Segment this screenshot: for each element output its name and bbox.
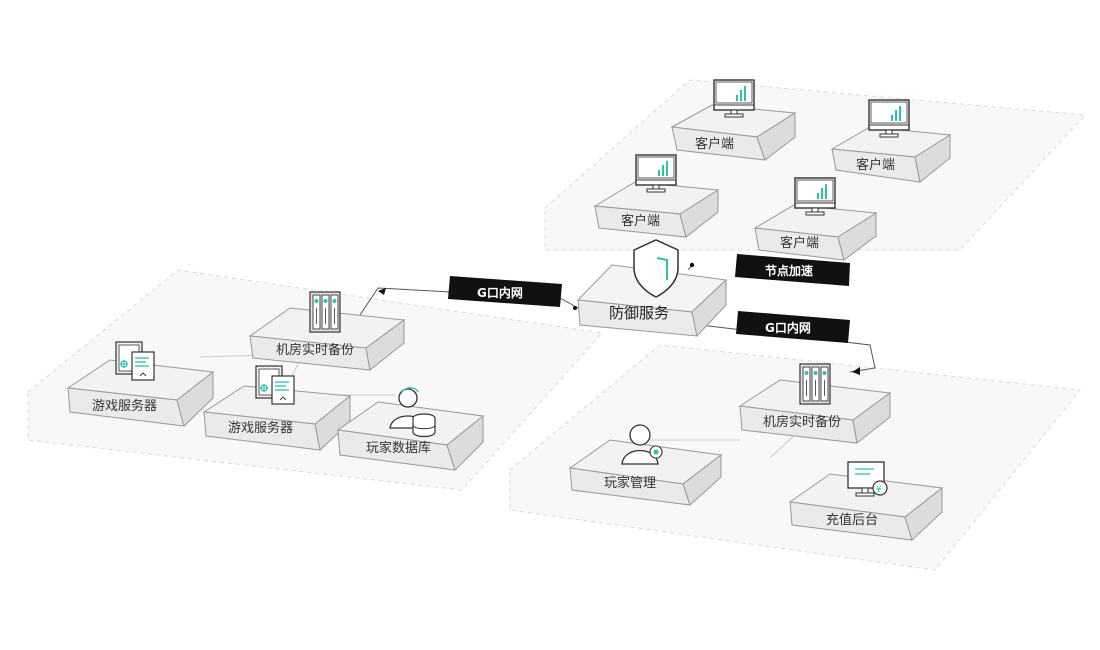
client-node-1[interactable]: 客户端 <box>670 79 797 161</box>
client-label: 客户端 <box>856 157 895 173</box>
server-rack-icon <box>799 363 831 405</box>
shield-icon <box>633 239 679 298</box>
player-db-label: 玩家数据库 <box>366 440 431 456</box>
player-database-icon <box>389 387 436 438</box>
dot-left <box>573 306 577 310</box>
game-server-node-1[interactable]: 游戏服务器 <box>66 341 215 427</box>
node-accel-tag: 节点加速 <box>735 254 850 286</box>
client-node-3[interactable]: 客户端 <box>593 154 720 238</box>
arrow-right <box>852 367 860 375</box>
g-port-tag-left: G口内网 <box>448 276 562 307</box>
client-node-4[interactable]: 客户端 <box>753 177 878 261</box>
game-server-node-2[interactable]: 游戏服务器 <box>202 365 352 451</box>
left-backup-label: 机房实时备份 <box>276 342 354 358</box>
recharge-node[interactable]: ¥ 充值后台 <box>788 461 944 541</box>
client-label: 客户端 <box>780 235 819 251</box>
client-label: 客户端 <box>621 213 660 229</box>
game-server-label-2: 游戏服务器 <box>228 420 293 436</box>
right-backup-node[interactable]: 机房实时备份 <box>738 363 892 444</box>
player-db-node[interactable]: 玩家数据库 <box>336 387 485 471</box>
defense-service-node[interactable]: 防御服务 <box>576 239 728 338</box>
client-node-2[interactable]: 客户端 <box>830 99 952 183</box>
node-accel-text: 节点加速 <box>765 263 813 278</box>
g-port-tag-right: G口内网 <box>736 311 850 343</box>
svg-text:¥: ¥ <box>876 485 882 495</box>
g-port-text-right: G口内网 <box>765 320 811 335</box>
defense-service-label: 防御服务 <box>609 304 669 322</box>
g-port-text-left: G口内网 <box>477 285 523 300</box>
server-rack-icon <box>309 291 341 333</box>
left-backup-node[interactable]: 机房实时备份 <box>248 291 406 371</box>
player-mgmt-label: 玩家管理 <box>604 475 656 491</box>
client-label: 客户端 <box>695 136 734 152</box>
game-server-label-1: 游戏服务器 <box>92 398 157 414</box>
dot-accel <box>689 262 695 268</box>
arrow-left <box>378 288 386 295</box>
right-backup-label: 机房实时备份 <box>763 414 841 430</box>
player-mgmt-node[interactable]: 玩家管理 <box>568 424 723 506</box>
user-manage-icon <box>621 424 663 465</box>
recharge-monitor-icon: ¥ <box>847 461 888 497</box>
recharge-label: 充值后台 <box>826 512 878 528</box>
